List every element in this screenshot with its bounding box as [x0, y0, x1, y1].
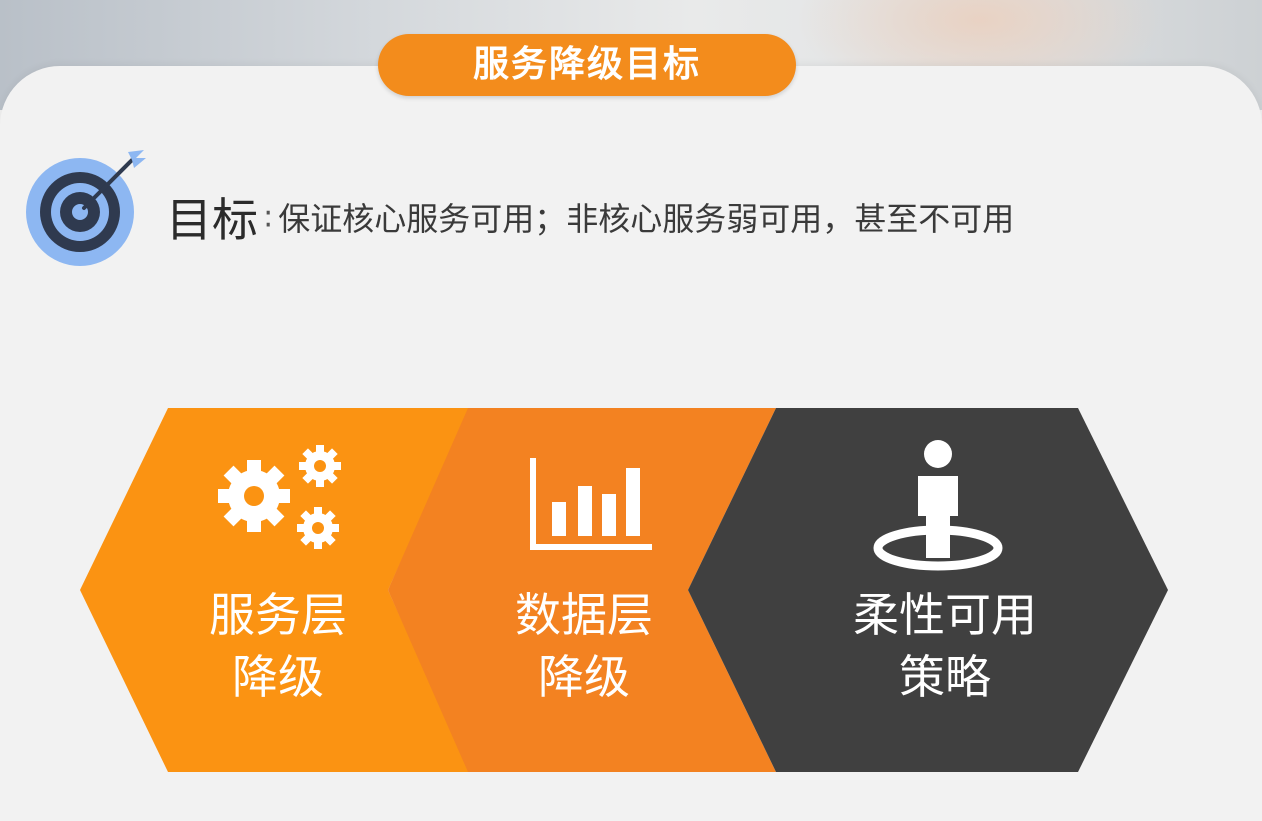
goal-separator: : [263, 199, 274, 235]
goal-label: 目标 [166, 193, 258, 247]
page-title: 服务降级目标 [378, 34, 796, 96]
hex-flexible-strategy [688, 408, 1168, 772]
hex-label-line2: 降级 [538, 650, 630, 704]
hex-service-degrade [80, 408, 470, 772]
hex-label-line1: 柔性可用 [853, 588, 1037, 642]
goal-description: 保证核心服务可用；非核心服务弱可用，甚至不可用 [278, 200, 1015, 238]
hex-label-data-degrade: 数据层 降级 [476, 584, 692, 708]
target-icon [26, 150, 146, 266]
gears-icon [218, 445, 341, 549]
hex-label-line2: 降级 [232, 650, 324, 704]
person-target-icon [873, 440, 1003, 571]
hex-label-line1: 服务层 [209, 588, 347, 642]
hex-label-flexible-strategy: 柔性可用 策略 [814, 584, 1076, 708]
hex-label-line2: 策略 [899, 650, 991, 704]
hex-label-service-degrade: 服务层 降级 [170, 584, 386, 708]
hex-data-degrade [388, 408, 776, 772]
hex-label-line1: 数据层 [515, 588, 653, 642]
goal-statement: 目标 : 保证核心服务可用；非核心服务弱可用，甚至不可用 [166, 184, 1014, 250]
bar-chart-icon [530, 458, 652, 550]
